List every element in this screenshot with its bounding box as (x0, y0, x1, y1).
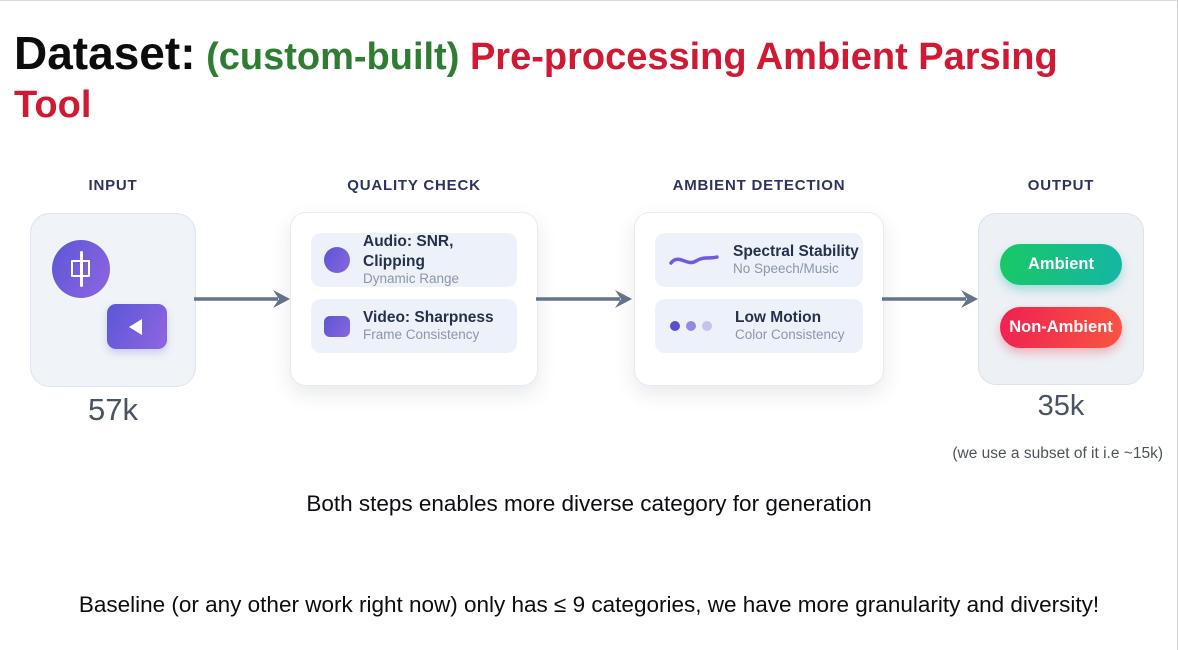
output-count: 35k (1037, 390, 1085, 422)
video-play-icon (107, 304, 167, 349)
quality-row-video: Video: Sharpness Frame Consistency (311, 299, 517, 353)
title-preprocessing: Pre-processing Ambient Parsing Tool (14, 36, 1058, 127)
quality-video-subtitle: Frame Consistency (363, 327, 480, 343)
stage-label-ambient-detection: AMBIENT DETECTION (672, 177, 846, 194)
subset-note: (we use a subset of it i.e ~15k) (952, 445, 1163, 462)
quality-row-audio: Audio: SNR, Clipping Dynamic Range (311, 233, 517, 287)
waveform-icon (668, 250, 720, 270)
play-left-triangle-icon (129, 318, 142, 335)
ambient-motion-subtitle: Color Consistency (735, 327, 845, 343)
title-custom-built: (custom-built) (206, 36, 460, 78)
stage-label-quality-check: QUALITY CHECK (347, 177, 481, 194)
title-dataset: Dataset: (14, 27, 196, 79)
ambient-spectral-subtitle: No Speech/Music (733, 261, 839, 277)
ambient-motion-title: Low Motion (735, 308, 822, 326)
arrow-input-to-quality (194, 290, 290, 308)
arrow-quality-to-ambient (536, 290, 632, 308)
quality-audio-subtitle: Dynamic Range (363, 270, 460, 286)
video-square-icon (324, 315, 350, 337)
audio-glyph-icon (70, 251, 92, 287)
stage-label-output: OUTPUT (1027, 177, 1095, 194)
quality-video-title: Video: Sharpness (363, 308, 494, 326)
note-diverse-category: Both steps enables more diverse category… (306, 491, 872, 516)
input-count: 57k (88, 392, 138, 427)
audio-badge-icon (52, 240, 110, 298)
ambient-detection-card: Spectral Stability No Speech/Music Low M… (634, 212, 884, 386)
page-title: Dataset: (custom-built) Pre-processing A… (14, 25, 1059, 129)
ambient-spectral-title: Spectral Stability (733, 242, 859, 260)
ambient-row-motion: Low Motion Color Consistency (655, 299, 863, 353)
quality-check-card: Audio: SNR, Clipping Dynamic Range Video… (290, 212, 538, 386)
non-ambient-pill: Non-Ambient (1000, 307, 1122, 348)
quality-audio-title: Audio: SNR, Clipping (363, 233, 454, 270)
input-stage-box (30, 213, 196, 387)
stage-label-input: INPUT (88, 177, 138, 194)
motion-dots-icon (668, 321, 722, 331)
ambient-row-spectral: Spectral Stability No Speech/Music (655, 233, 863, 287)
audio-dot-icon (324, 247, 350, 273)
output-stage-box: Ambient Non-Ambient (978, 213, 1144, 385)
note-baseline-comparison: Baseline (or any other work right now) o… (78, 592, 1100, 617)
ambient-pill: Ambient (1000, 244, 1122, 285)
arrow-ambient-to-output (882, 290, 978, 308)
